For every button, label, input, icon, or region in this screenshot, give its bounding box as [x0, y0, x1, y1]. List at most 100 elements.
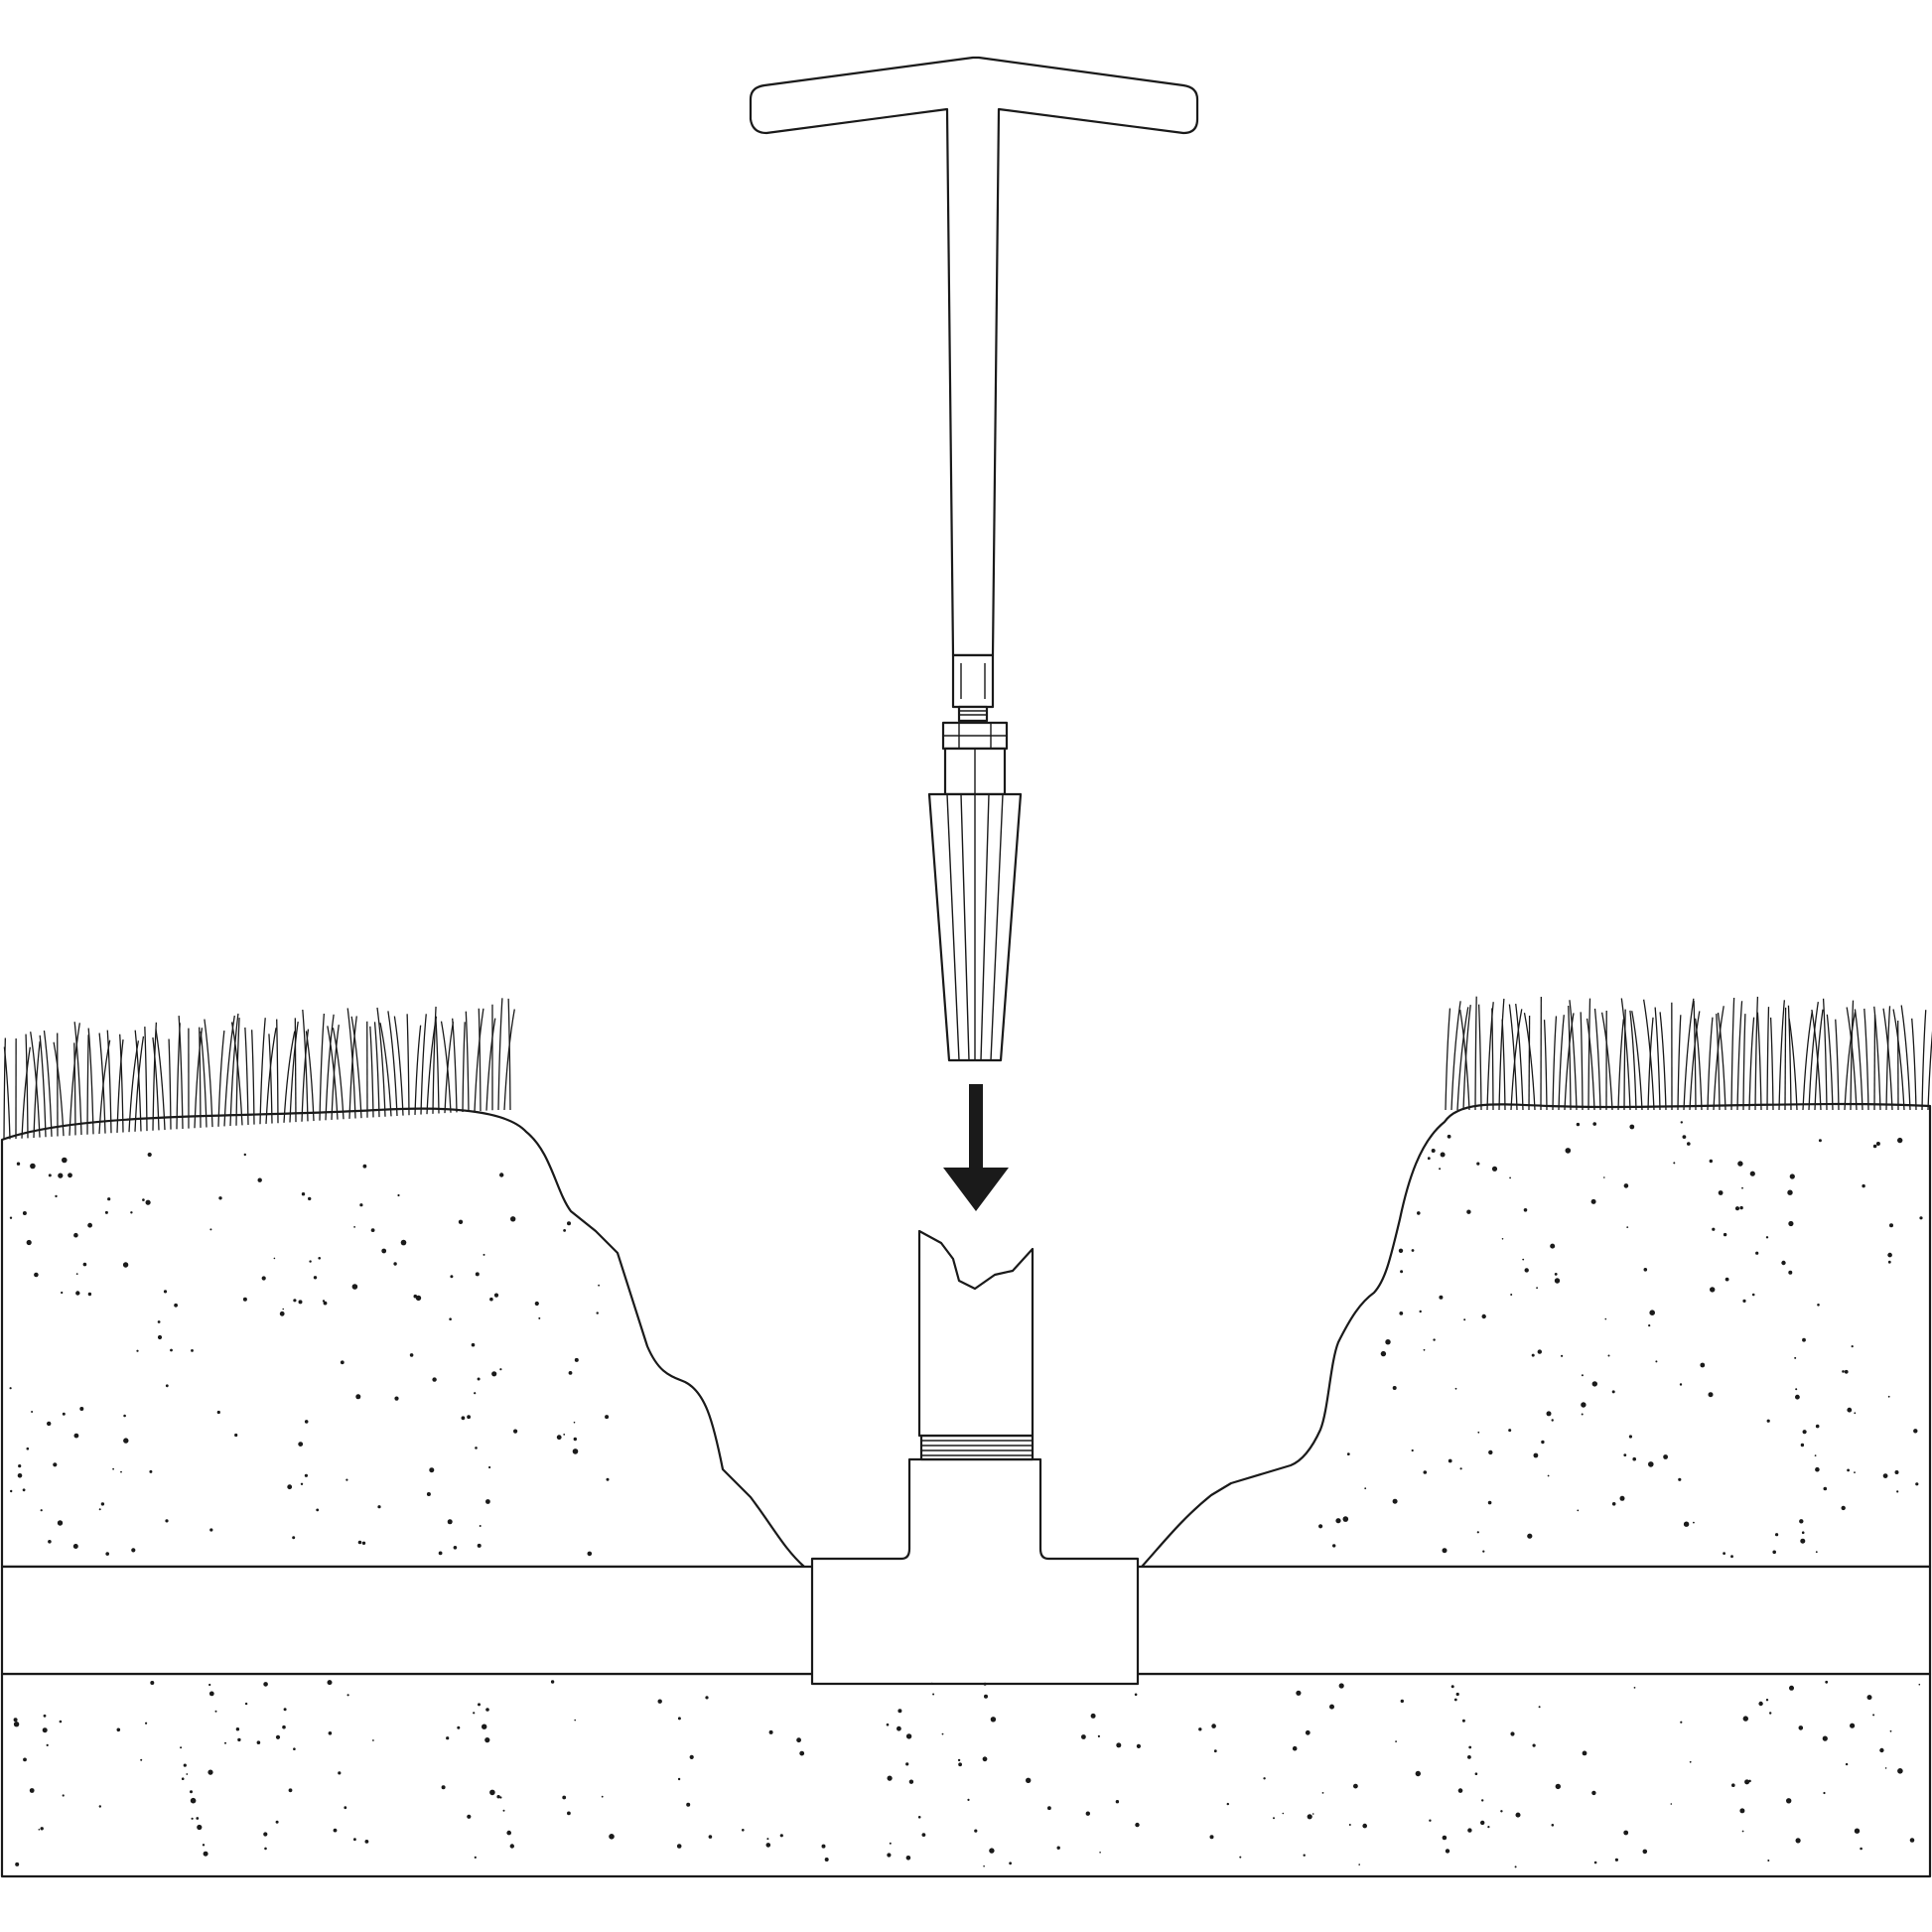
grass-blade	[1474, 996, 1477, 1111]
soil-speck	[897, 1709, 902, 1714]
soil-speck	[1097, 1734, 1100, 1737]
soil-speck	[1431, 1149, 1436, 1153]
soil-speck	[550, 1680, 555, 1684]
soil-speck	[1455, 1692, 1459, 1697]
grass-blade	[1756, 1012, 1762, 1111]
soil-speck	[256, 1740, 261, 1744]
grass-blade	[376, 1007, 386, 1117]
soil-speck	[921, 1833, 926, 1837]
grass-blade	[134, 1030, 142, 1132]
soil-speck	[1795, 1394, 1800, 1400]
soil-speck	[244, 1702, 248, 1706]
grass-blade	[305, 1031, 315, 1122]
soil-speck	[282, 1308, 285, 1311]
soil-speck	[1335, 1518, 1341, 1524]
grass-blade	[319, 1013, 325, 1121]
soil-speck	[1744, 1779, 1750, 1785]
soil-speck	[377, 1505, 381, 1509]
soil-speck	[1655, 1360, 1658, 1363]
soil-speck	[1477, 1431, 1480, 1434]
grass-blade	[178, 1016, 184, 1129]
soil-speck	[300, 1482, 304, 1486]
soil-speck	[889, 1842, 892, 1845]
soil-speck	[562, 1795, 567, 1800]
soil-speck	[1488, 1449, 1493, 1455]
soil-speck	[1348, 1824, 1351, 1826]
soil-speck	[1648, 1324, 1651, 1327]
grass-blade	[1900, 1005, 1911, 1111]
grass-blade	[1689, 1011, 1701, 1111]
soil-speck	[499, 1173, 504, 1177]
soil-speck	[1723, 1552, 1725, 1555]
soil-speck	[346, 1694, 349, 1697]
soil-speck	[1765, 1236, 1769, 1239]
soil-speck	[1346, 1452, 1350, 1455]
grass-blade	[1620, 998, 1631, 1111]
soil-speck	[340, 1360, 345, 1365]
soil-speck	[573, 1421, 576, 1424]
grass-blade	[1921, 1010, 1927, 1111]
soil-speck	[796, 1737, 801, 1743]
soil-speck	[1847, 1407, 1853, 1413]
soil-speck	[574, 1357, 579, 1362]
grass-blade	[87, 1028, 94, 1135]
soil-speck	[1555, 1783, 1562, 1790]
grass-blade	[1445, 1008, 1451, 1111]
soil-speck	[510, 1216, 516, 1222]
soil-speck	[242, 1297, 247, 1302]
grass-blade	[223, 1015, 235, 1127]
grass-blade	[1707, 1017, 1714, 1111]
t-handle-tool	[749, 56, 1199, 796]
soil-speck	[475, 1272, 480, 1277]
soil-speck	[1815, 1551, 1818, 1554]
soil-speck	[208, 1691, 214, 1697]
tool-collar	[951, 653, 995, 709]
soil-speck	[1769, 1712, 1772, 1715]
soil-speck	[104, 1210, 108, 1214]
soil-speck	[824, 1858, 829, 1862]
soil-speck	[1872, 1144, 1877, 1149]
soil-speck	[362, 1164, 367, 1169]
soil-speck	[1787, 1189, 1793, 1195]
soil-speck	[191, 1349, 194, 1352]
soil-speck	[1918, 1683, 1921, 1686]
soil-speck	[263, 1832, 268, 1837]
grass-blade	[1659, 1012, 1667, 1111]
grass-blade	[1477, 1004, 1482, 1111]
soil-speck	[313, 1276, 318, 1280]
soil-speck	[453, 1546, 458, 1550]
soil-speck	[905, 1762, 909, 1766]
soil-speck	[1642, 1849, 1648, 1855]
soil-speck	[257, 1177, 262, 1182]
soil-speck	[499, 1796, 502, 1799]
soil-speck	[174, 1303, 179, 1308]
grass-blade	[1846, 1007, 1858, 1111]
soil-speck	[1788, 1220, 1794, 1227]
soil-speck	[1364, 1487, 1367, 1490]
soil-speck	[606, 1477, 610, 1481]
soil-speck	[100, 1502, 105, 1506]
soil-speck	[1887, 1395, 1890, 1398]
soil-speck	[1712, 1227, 1716, 1231]
soil-speck	[1591, 1381, 1598, 1387]
grass-blade	[373, 1022, 380, 1118]
soil-speck	[1913, 1429, 1918, 1434]
soil-speck	[1767, 1860, 1770, 1862]
grass-blade	[346, 1008, 356, 1119]
soil-speck	[1680, 1121, 1684, 1124]
grass-blade	[3, 1046, 11, 1140]
soil-speck	[1450, 1685, 1454, 1689]
grass-blade	[1543, 1020, 1548, 1111]
grass-blade	[106, 1030, 112, 1134]
grass-blade	[229, 1013, 239, 1127]
soil-speck	[1815, 1466, 1820, 1472]
soil-speck	[1623, 1453, 1627, 1456]
grass-blade	[1450, 1001, 1461, 1111]
soil-speck	[1427, 1157, 1431, 1161]
soil-speck	[13, 1722, 20, 1727]
soil-speck	[493, 1293, 499, 1298]
soil-speck	[1739, 1205, 1743, 1210]
grass-blade	[1491, 1008, 1494, 1111]
